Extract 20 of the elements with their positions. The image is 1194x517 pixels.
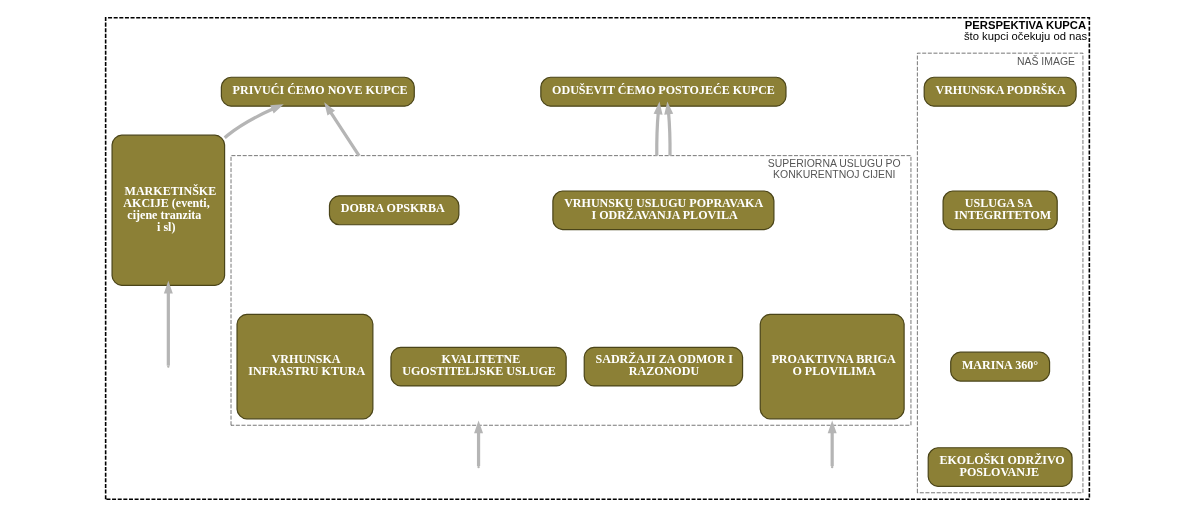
node-box: MARKETINŠKE AKCIJE (eventi, cijene tranzita i sl)	[110, 134, 225, 287]
node-box: MARINA 360°	[949, 351, 1050, 382]
node-box: VRHUNSKA PODRŠKA	[923, 76, 1077, 107]
node-box: VRHUNSKA INFRASTRU KTURA	[235, 313, 373, 420]
node-box: SADRŽAJI ZA ODMOR I RAZONODU	[583, 346, 743, 387]
node-box: DOBRA OPSKRBA	[328, 195, 459, 226]
node-box: EKOLOŠKI ODRŽIVO POSLOVANJE	[927, 447, 1073, 487]
node-box: VRHUNSKU USLUGU POPRAVAKA I ODRŽAVANJA PLOVILA	[551, 190, 774, 231]
node-box: PRIVUĆI ĆEMO NOVE KUPCE	[220, 76, 415, 107]
arrow	[473, 420, 483, 467]
arrow	[663, 101, 673, 156]
arrow	[163, 280, 173, 366]
node-box: ODUŠEVIT ĆEMO POSTOJEĆE KUPCE	[539, 76, 787, 107]
arrow	[653, 101, 663, 156]
node-box: USLUGA SA INTEGRITETOM	[941, 190, 1058, 231]
node-box: KVALITETNE UGOSTITELJSKE USLUGE	[389, 346, 567, 387]
arrow	[323, 102, 360, 157]
node-box: PROAKTIVNA BRIGA O PLOVILIMA	[759, 313, 905, 420]
arrow	[827, 420, 837, 467]
arrow	[223, 104, 284, 139]
